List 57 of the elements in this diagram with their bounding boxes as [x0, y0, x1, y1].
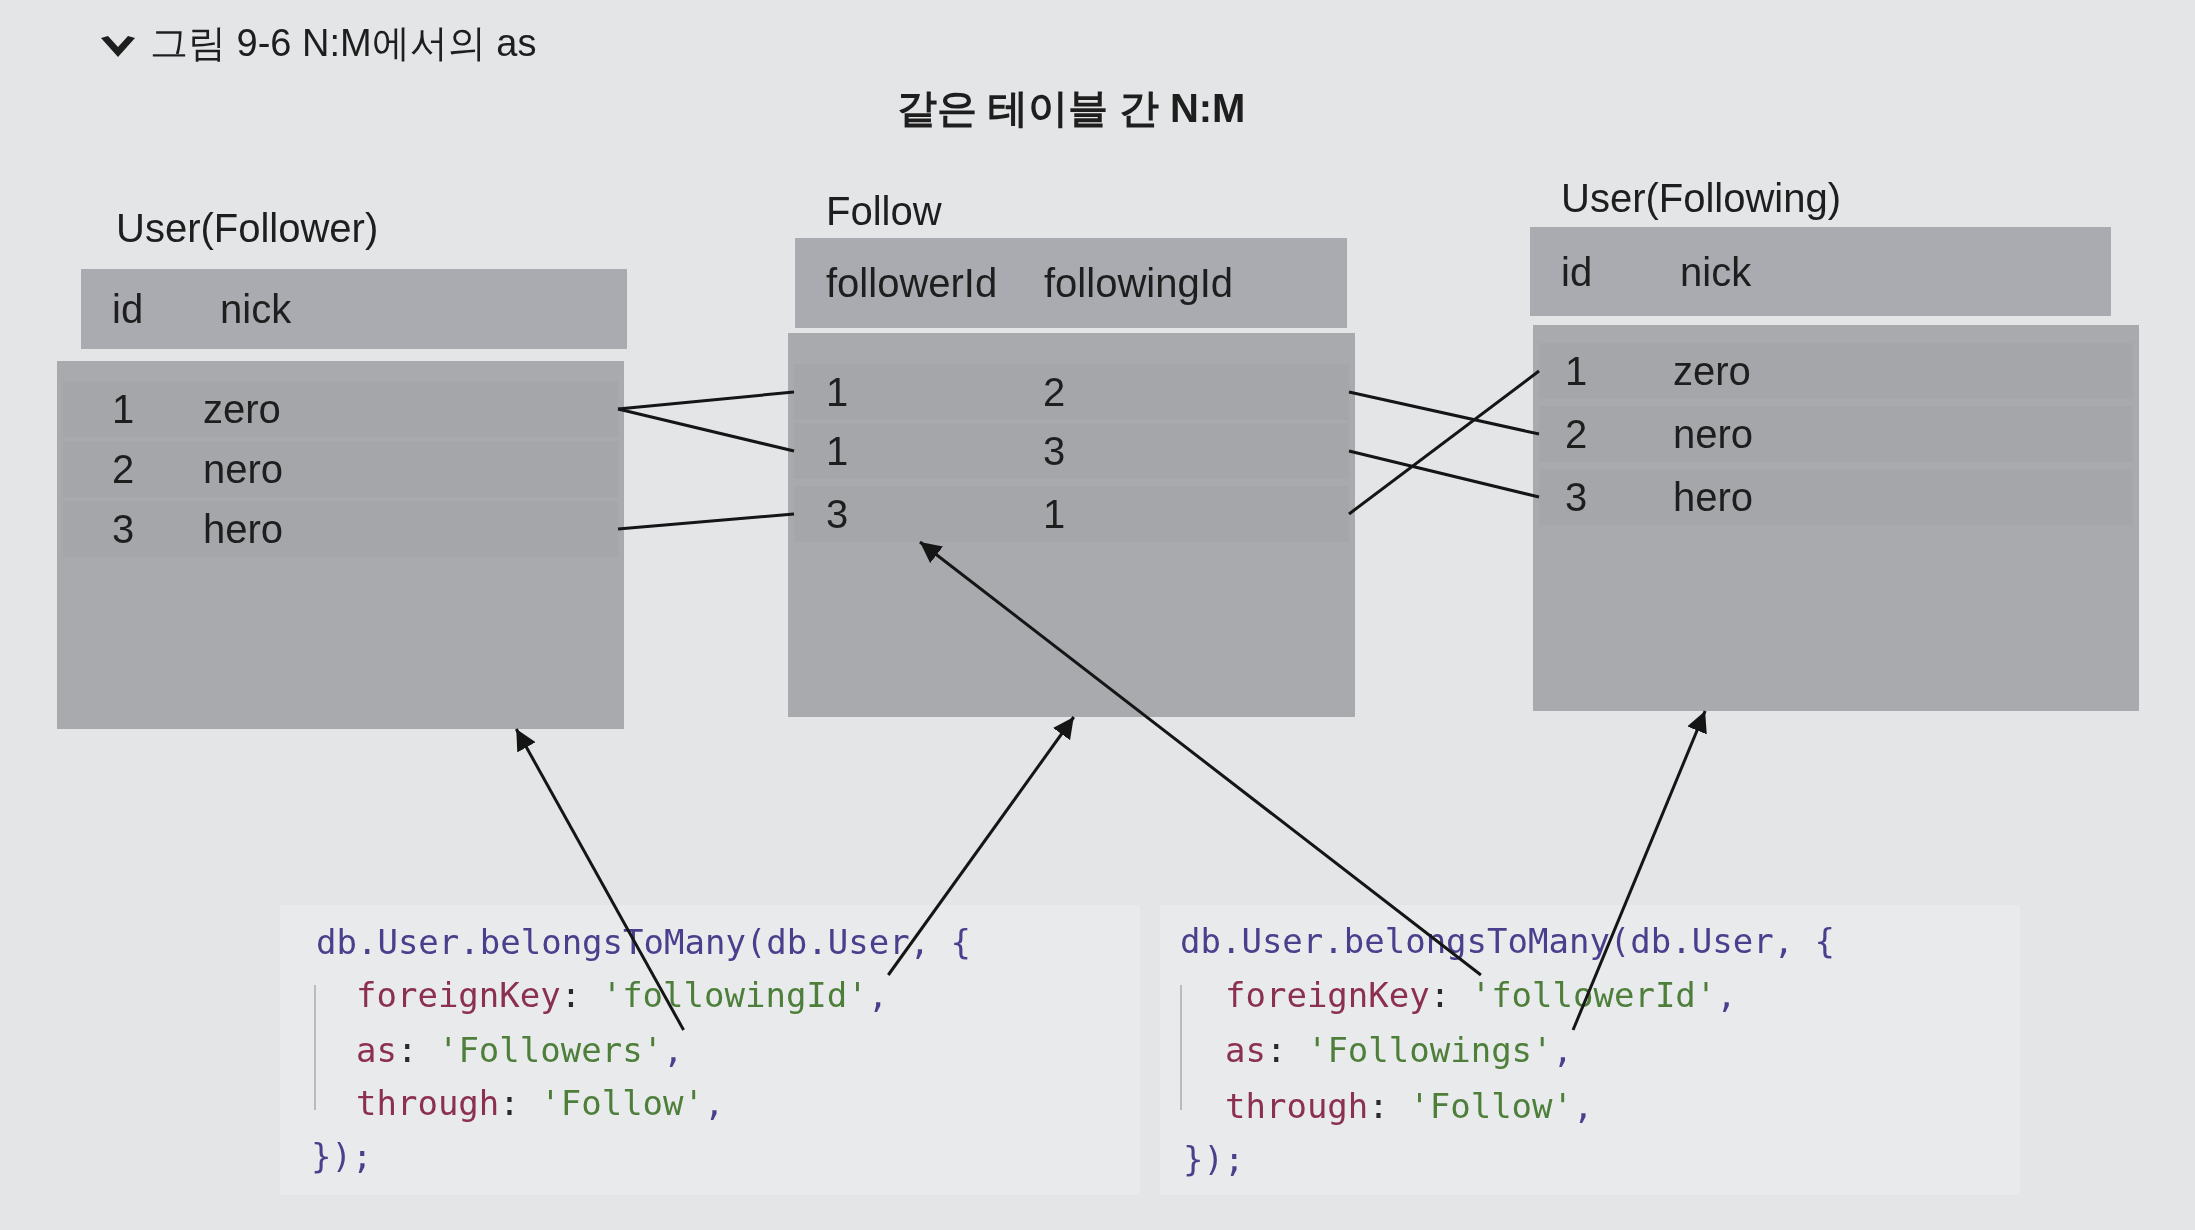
column-header: nick: [220, 289, 292, 329]
table-body: [57, 361, 624, 729]
table-cell: 1: [826, 372, 849, 412]
arrow: [514, 728, 685, 1031]
connector-line: [617, 407, 795, 453]
code-panel: [1160, 905, 2020, 1195]
table-row: [63, 501, 618, 557]
table-body: [1533, 325, 2139, 711]
table-row: [1539, 469, 2133, 525]
table-cell: hero: [1673, 477, 1754, 517]
table-cell: 1: [1043, 494, 1066, 534]
table-row: [794, 364, 1349, 420]
table-cell: 1: [112, 389, 135, 429]
code-line: });: [1183, 1139, 1245, 1180]
code-line: as: 'Followings',: [1225, 1030, 1574, 1071]
table-cell: 3: [1043, 431, 1066, 471]
table-cell: zero: [1673, 351, 1751, 391]
column-header: id: [112, 289, 144, 329]
table-cell: 3: [112, 509, 135, 549]
column-header: id: [1561, 251, 1593, 292]
table-title: User(Following): [1561, 175, 1842, 221]
table-cell: 2: [112, 449, 135, 489]
table-cell: 2: [1043, 372, 1066, 412]
table-body: [788, 333, 1355, 717]
table-cell: nero: [203, 449, 284, 489]
table-row: [1539, 343, 2133, 399]
table-row: [1539, 406, 2133, 462]
diagram-heading: 같은 테이블 간 N:M: [896, 85, 1246, 131]
connector-line: [617, 390, 795, 411]
connector-line: [1348, 449, 1540, 499]
table-cell: 3: [826, 494, 849, 534]
arrow: [919, 540, 1482, 977]
connector-line: [1348, 369, 1540, 516]
code-line: as: 'Followers',: [356, 1030, 684, 1071]
table-cell: 2: [1565, 414, 1588, 454]
figure-title: 그림 9-6 N:M에서의 as: [150, 22, 537, 66]
table-title: Follow: [826, 188, 942, 234]
code-line: through: 'Follow',: [1225, 1086, 1594, 1127]
connector-line: [1348, 390, 1540, 436]
code-line: });: [311, 1136, 373, 1177]
table-row: [794, 486, 1349, 542]
connector-line: [617, 512, 795, 531]
table-cell: nero: [1673, 414, 1754, 454]
table-row: [63, 381, 618, 437]
column-header: followerId: [826, 263, 998, 303]
arrow: [887, 716, 1075, 976]
table-cell: 1: [826, 431, 849, 471]
table-cell: zero: [203, 389, 281, 429]
table-title: User(Follower): [116, 205, 379, 251]
column-header: nick: [1680, 251, 1752, 292]
table-row: [794, 423, 1349, 479]
code-panel: [280, 905, 1140, 1195]
column-header: followingId: [1044, 263, 1233, 303]
code-line: through: 'Follow',: [356, 1083, 725, 1124]
table-cell: hero: [203, 509, 284, 549]
table-cell: 3: [1565, 477, 1588, 517]
table-cell: 1: [1565, 351, 1588, 391]
